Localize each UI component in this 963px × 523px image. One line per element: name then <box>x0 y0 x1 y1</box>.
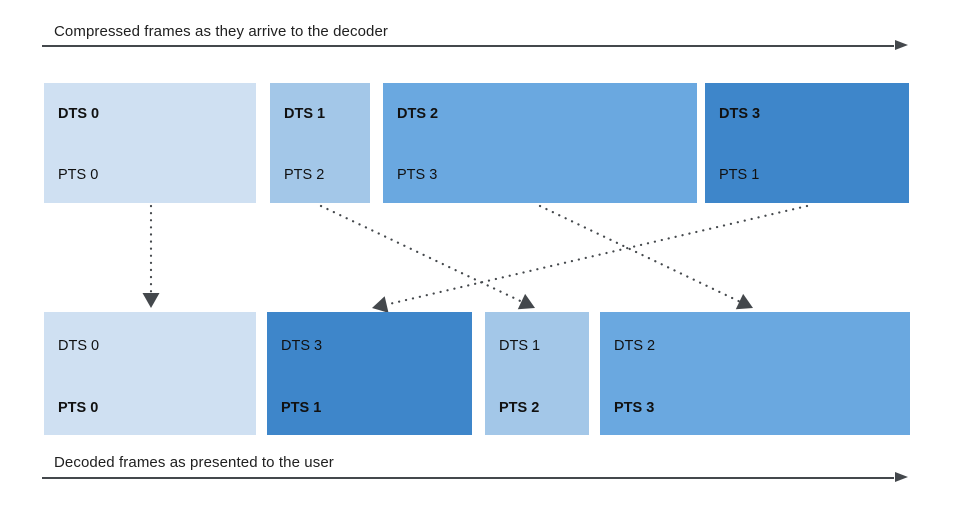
decoded-frame-0-pts-label: PTS 0 <box>58 400 99 416</box>
compressed-frame-1-dts-label: DTS 1 <box>284 106 326 122</box>
compressed-timeline-arrow <box>42 40 908 52</box>
compressed-frame-3: DTS 3 PTS 1 <box>705 83 909 203</box>
decoded-frame-2-pts-label: PTS 2 <box>499 400 540 416</box>
reorder-arrow-dts2-to-pts3 <box>538 204 753 310</box>
decoded-frame-3-dts-label: DTS 2 <box>614 338 656 354</box>
compressed-frame-0-dts-label: DTS 0 <box>58 106 100 122</box>
compressed-frame-2: DTS 2 PTS 3 <box>383 83 697 203</box>
decoded-frame-2: DTS 1 PTS 2 <box>485 312 589 435</box>
compressed-frames-caption: Compressed frames as they arrive to the … <box>54 23 389 40</box>
decoded-frame-1-dts-label: DTS 3 <box>281 338 323 354</box>
decoded-frame-1: DTS 3 PTS 1 <box>267 312 472 435</box>
compressed-frame-0-pts-label: PTS 0 <box>58 167 99 183</box>
timeline-line <box>42 45 894 47</box>
compressed-frame-1: DTS 1 PTS 2 <box>270 83 370 203</box>
arrow-head-icon <box>895 40 908 50</box>
decoded-frame-1-pts-label: PTS 1 <box>281 400 322 416</box>
arrow-head-icon <box>895 472 908 482</box>
arrow-shaft <box>538 204 741 303</box>
compressed-frame-3-dts-label: DTS 3 <box>719 106 761 122</box>
compressed-frame-2-pts-label: PTS 3 <box>397 167 438 183</box>
reorder-arrow-dts0-to-pts0 <box>142 204 160 308</box>
compressed-frame-0: DTS 0 PTS 0 <box>44 83 256 203</box>
decoded-frame-0: DTS 0 PTS 0 <box>44 312 256 435</box>
timeline-line <box>42 477 894 479</box>
arrow-shaft <box>385 204 809 306</box>
compressed-frame-2-dts-label: DTS 2 <box>397 106 439 122</box>
decoded-frame-0-dts-label: DTS 0 <box>58 338 100 354</box>
arrow-shaft <box>319 204 523 303</box>
arrow-head-icon <box>372 296 389 313</box>
arrow-head-icon <box>735 293 753 310</box>
decoded-frame-2-dts-label: DTS 1 <box>499 338 541 354</box>
reorder-arrow-dts1-to-pts2 <box>319 204 535 310</box>
reorder-arrow-dts3-to-pts1 <box>372 204 809 313</box>
decoded-frame-3-pts-label: PTS 3 <box>614 400 655 416</box>
decoded-frames-caption: Decoded frames as presented to the user <box>54 454 334 471</box>
arrow-head-icon <box>142 293 160 308</box>
compressed-frame-1-pts-label: PTS 2 <box>284 167 325 183</box>
decoded-timeline-arrow <box>42 472 908 484</box>
decoded-frame-3: DTS 2 PTS 3 <box>600 312 910 435</box>
compressed-frame-3-pts-label: PTS 1 <box>719 167 760 183</box>
arrow-head-icon <box>517 293 535 310</box>
